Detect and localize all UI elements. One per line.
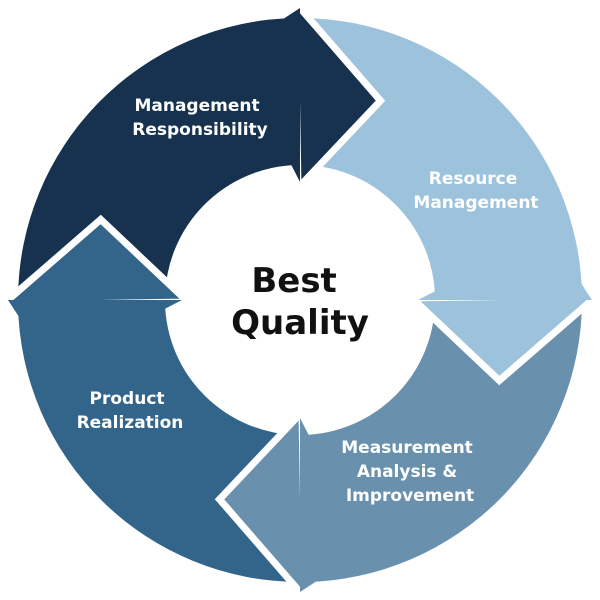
stage-label-resource-management: Resource Management [413, 169, 538, 213]
stage-label-measurement-analysis: Measurement Analysis & Improvement [341, 438, 478, 506]
stage-label-management-responsibility: Management Responsibility [132, 96, 268, 140]
arrow-joint-resource-management [418, 280, 592, 300]
arrow-joint-product-realization [8, 300, 182, 320]
center-title: Best Quality [231, 261, 369, 343]
arrow-joint-measurement-analysis [300, 418, 320, 592]
arrow-joint-management-responsibility [280, 8, 300, 182]
stage-label-product-realization: Product Realization [77, 389, 184, 433]
